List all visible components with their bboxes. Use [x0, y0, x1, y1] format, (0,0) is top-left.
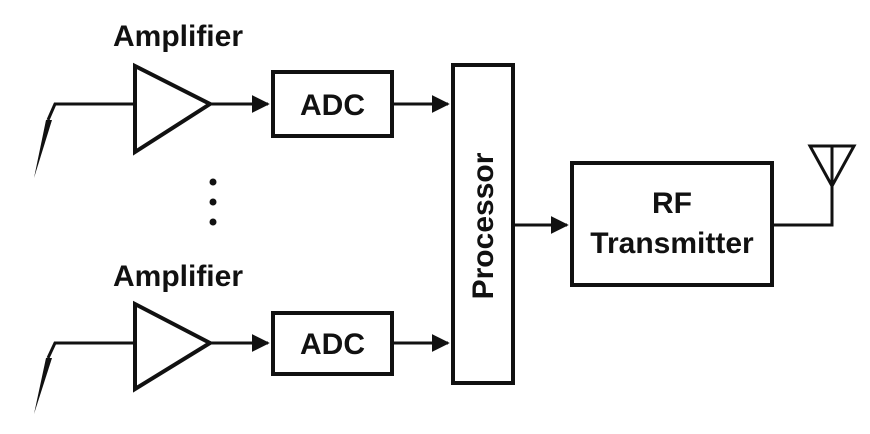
electrode-top	[34, 102, 135, 178]
channel-ellipsis	[209, 178, 217, 226]
amplifier-label-bottom: Amplifier	[113, 260, 243, 293]
amplifier-triangle-bottom	[133, 300, 215, 393]
channel-top: Amplifier ADC	[34, 20, 450, 178]
processor-label: Processor	[467, 152, 500, 299]
antenna-icon	[772, 144, 857, 227]
channel-bottom: Amplifier ADC	[34, 260, 450, 414]
rf-transmitter-label-line2: Transmitter	[590, 227, 754, 260]
amplifier-triangle-top	[133, 62, 215, 156]
electrode-bottom	[34, 341, 135, 414]
amplifier-label-top: Amplifier	[113, 20, 243, 53]
processor-block: Processor	[451, 63, 515, 385]
rf-transmitter-block: RF Transmitter	[570, 161, 774, 287]
rf-transmitter-label-line1: RF	[652, 187, 692, 220]
rf-transmitter-box	[570, 161, 774, 287]
adc-label-bottom: ADC	[300, 328, 365, 361]
adc-label-top: ADC	[300, 89, 365, 122]
